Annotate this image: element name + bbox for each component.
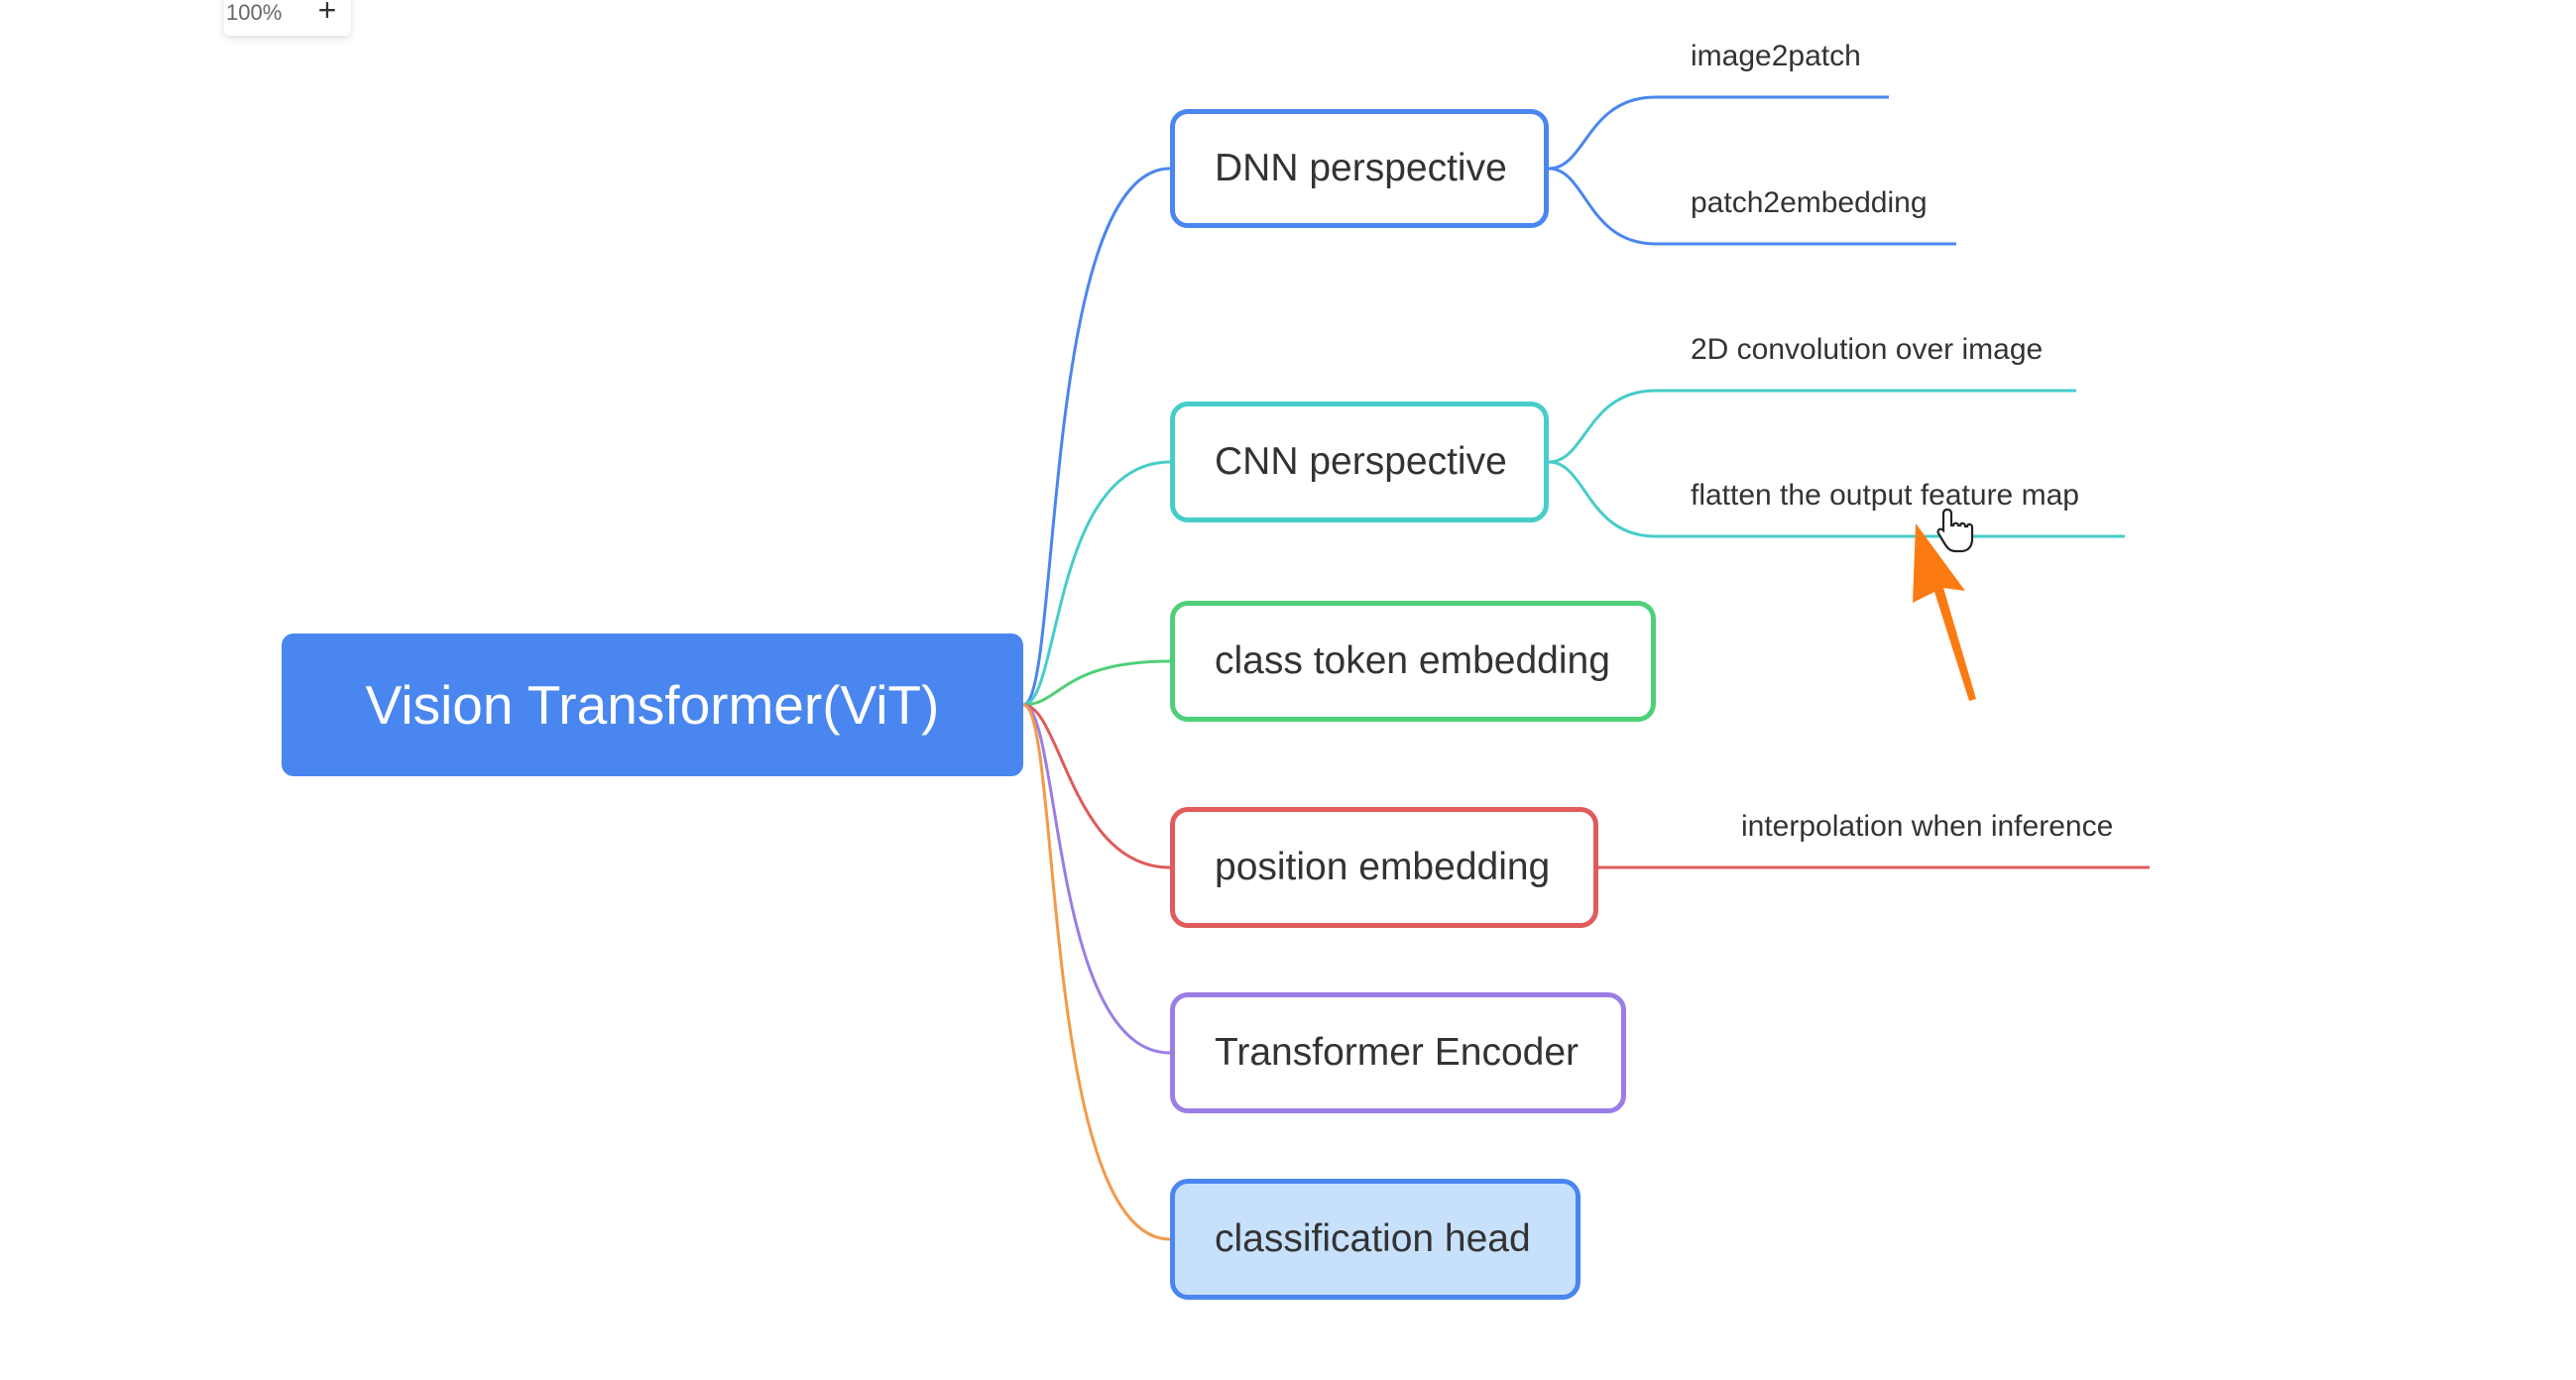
- node-label: class token embedding: [1215, 639, 1610, 682]
- connector-2d-conv: [1548, 389, 2076, 464]
- node-label: Transformer Encoder: [1215, 1031, 1580, 1074]
- connector-class-token: [1022, 659, 1171, 707]
- leaf-2d-convolution[interactable]: 2D convolution over image: [1691, 333, 2044, 366]
- zoom-control: 100% +: [224, 0, 351, 36]
- node-cnn-perspective[interactable]: CNN perspective: [1170, 402, 1549, 522]
- node-transformer-encoder[interactable]: Transformer Encoder: [1170, 992, 1626, 1113]
- node-classification-head[interactable]: classification head: [1170, 1179, 1581, 1300]
- connector-head: [1022, 703, 1171, 1241]
- leaf-flatten-output[interactable]: flatten the output feature map: [1691, 479, 2079, 512]
- connector-position: [1022, 703, 1171, 869]
- hand-pointer-icon: [1936, 508, 1974, 553]
- connector-cnn: [1022, 460, 1171, 707]
- orange-arrow-icon: [1913, 523, 1976, 701]
- node-class-token-embedding[interactable]: class token embedding: [1170, 601, 1656, 722]
- zoom-level: 100%: [226, 0, 283, 25]
- connector-dnn: [1022, 167, 1171, 707]
- node-label: DNN perspective: [1215, 147, 1507, 189]
- connector-patch2embedding: [1548, 167, 1956, 246]
- connector-flatten: [1548, 460, 2125, 538]
- connector-encoder: [1022, 703, 1171, 1055]
- leaf-image2patch[interactable]: image2patch: [1691, 40, 1861, 72]
- node-position-embedding[interactable]: position embedding: [1170, 807, 1598, 928]
- node-label: classification head: [1215, 1217, 1531, 1260]
- zoom-in-button[interactable]: +: [317, 0, 337, 28]
- node-label: position embedding: [1215, 846, 1551, 888]
- leaf-interpolation[interactable]: interpolation when inference: [1741, 810, 2114, 843]
- leaf-patch2embedding[interactable]: patch2embedding: [1691, 186, 1928, 219]
- node-label: CNN perspective: [1215, 440, 1507, 483]
- root-node[interactable]: Vision Transformer(ViT): [282, 633, 1023, 776]
- connector-image2patch: [1548, 95, 1889, 171]
- node-dnn-perspective[interactable]: DNN perspective: [1170, 109, 1549, 228]
